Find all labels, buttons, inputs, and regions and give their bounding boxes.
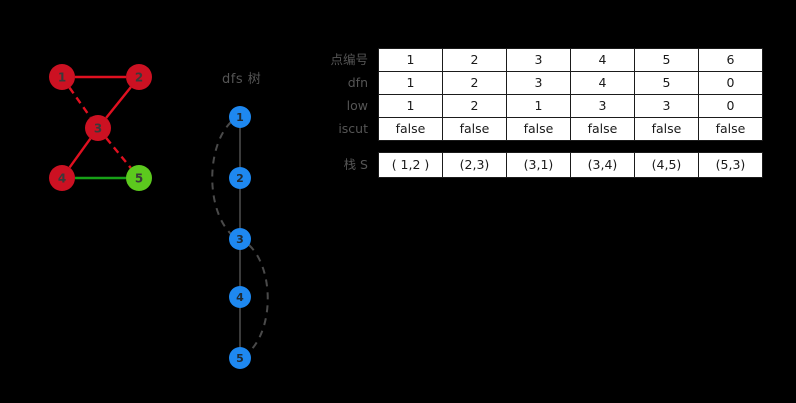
- stack-table-row: 栈 S ( 1,2 )(2,3)(3,1)(3,4)(4,5)(5,3): [305, 152, 763, 178]
- state-table-cell-r0-c4: 5: [634, 48, 699, 72]
- state-table-cell-r0-c5: 6: [698, 48, 763, 72]
- state-table-cell-r3-c1: false: [442, 117, 507, 141]
- dfs-node-4[interactable]: [229, 286, 251, 308]
- graph-edges: [68, 75, 132, 180]
- state-table-cell-r0-c2: 3: [506, 48, 571, 72]
- state-table-cell-r1-c2: 3: [506, 71, 571, 95]
- dfs-node-label-3: 3: [236, 233, 244, 246]
- state-table-cell-r1-c0: 1: [378, 71, 443, 95]
- graph-edge-2-3: [105, 86, 132, 119]
- state-table-cell-r1-c3: 4: [570, 71, 635, 95]
- state-table-cell-r3-c3: false: [570, 117, 635, 141]
- graph-node-1[interactable]: [49, 64, 75, 90]
- state-table-cell-r0-c0: 1: [378, 48, 443, 72]
- dfs-tree-nodes: 1 2 3 4 5: [229, 106, 251, 369]
- graph-node-label-5: 5: [135, 172, 143, 186]
- stack-table-cell-r0-c3: (3,4): [570, 152, 635, 178]
- graph-edge-3-4: [68, 137, 92, 169]
- stack-table-cell-r0-c4: (4,5): [634, 152, 699, 178]
- state-table-cell-r1-c5: 0: [698, 71, 763, 95]
- dfs-node-label-5: 5: [236, 352, 244, 365]
- graph-node-label-3: 3: [94, 122, 102, 136]
- state-table-cell-r3-c0: false: [378, 117, 443, 141]
- graph-edge-1-3: [68, 86, 92, 119]
- graph-node-2[interactable]: [126, 64, 152, 90]
- dfs-tree-svg: 1 2 3 4 5: [211, 106, 269, 369]
- graph-node-3[interactable]: [85, 115, 111, 141]
- state-table-cell-r1-c1: 2: [442, 71, 507, 95]
- state-table-cell-r2-c5: 0: [698, 94, 763, 118]
- state-table-cell-r3-c5: false: [698, 117, 763, 141]
- stack-table-container: 栈 S ( 1,2 )(2,3)(3,1)(3,4)(4,5)(5,3): [305, 152, 763, 178]
- state-table-row-label: 点编号: [330, 52, 368, 67]
- stack-table: 栈 S ( 1,2 )(2,3)(3,1)(3,4)(4,5)(5,3): [305, 152, 763, 178]
- state-table-cell-r2-c4: 3: [634, 94, 699, 118]
- state-table-row-label: iscut: [338, 121, 368, 136]
- dfs-node-2[interactable]: [229, 167, 251, 189]
- state-table-cell-r2-c0: 1: [378, 94, 443, 118]
- dfs-back-edge-1-3: [211, 121, 232, 235]
- dfs-node-5[interactable]: [229, 347, 251, 369]
- state-table-cell-r3-c4: false: [634, 117, 699, 141]
- dfs-tree-panel: 1 2 3 4 5: [196, 58, 306, 388]
- dfs-back-edge-3-5: [248, 244, 269, 353]
- stack-table-cell-r0-c5: (5,3): [698, 152, 763, 178]
- state-table-cell-r0-c1: 2: [442, 48, 507, 72]
- graph-node-label-1: 1: [58, 71, 66, 85]
- graph-node-label-2: 2: [135, 71, 143, 85]
- dfs-node-1[interactable]: [229, 106, 251, 128]
- stack-table-cell-r0-c1: (2,3): [442, 152, 507, 178]
- state-table-cell-r3-c2: false: [506, 117, 571, 141]
- graph-node-4[interactable]: [49, 165, 75, 191]
- dfs-tree-caption: dfs 树: [222, 72, 262, 87]
- state-table-cell-r2-c3: 3: [570, 94, 635, 118]
- stack-table-cell-r0-c2: (3,1): [506, 152, 571, 178]
- dfs-tree-edges: [211, 121, 269, 353]
- state-table-cell-r0-c3: 4: [570, 48, 635, 72]
- state-table-row-label: low: [346, 98, 368, 113]
- graph-node-label-4: 4: [58, 172, 66, 186]
- graph-svg: 1 2 3 4 5: [49, 64, 152, 191]
- graph-edge-3-5: [105, 137, 132, 169]
- graph-node-5[interactable]: [126, 165, 152, 191]
- state-table-cell-r1-c4: 5: [634, 71, 699, 95]
- state-table-row-label: dfn: [347, 75, 368, 90]
- dfs-node-3[interactable]: [229, 228, 251, 250]
- graph-panel: 1 2 3 4 5: [0, 30, 200, 210]
- state-table-cell-r2-c2: 1: [506, 94, 571, 118]
- graph-nodes: 1 2 3 4 5: [49, 64, 152, 191]
- dfs-node-label-4: 4: [236, 291, 244, 304]
- stack-table-cell-r0-c0: ( 1,2 ): [378, 152, 443, 178]
- stack-table-row-label: 栈 S: [343, 157, 368, 172]
- state-table-cell-r2-c1: 2: [442, 94, 507, 118]
- dfs-node-label-1: 1: [236, 111, 244, 124]
- dfs-node-label-2: 2: [236, 172, 244, 185]
